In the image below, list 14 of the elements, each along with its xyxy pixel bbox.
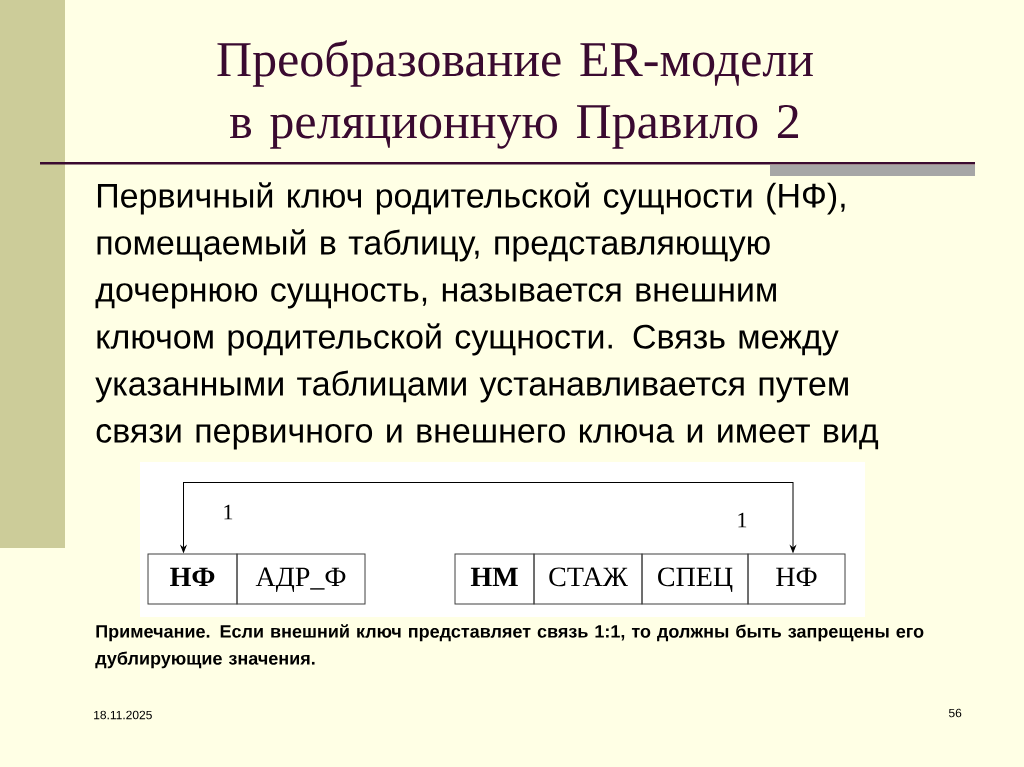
table-cell: НФ [747, 553, 846, 605]
cardinality-label: 1 [738, 512, 747, 528]
slide-title: Преобразование ER-модели в реляционную Правило 2 [217, 40, 813, 149]
table-cell: НФ [147, 553, 238, 605]
connector-arrow [180, 482, 796, 553]
table-cell: АДР_Ф [236, 553, 366, 605]
note-text: Примечание. Если внешний ключ представляет связь 1:1, то должны быть запрещены его дублирующие значения. [95, 624, 924, 669]
date-label: 18.11.2025 [94, 710, 152, 720]
table-cell: СПЕЦ [641, 553, 749, 605]
body-text: Первичный ключ родительской сущности (НФ), помещаемый в таблицу, представляющую дочернюю сущность, называется внешним ключом родительской сущности. Связь между указанными таблицами устанавливается путем связи первичного и внешнего ключа и имеет вид [95, 182, 879, 450]
table-cell: СТАЖ [533, 553, 643, 605]
table-cell: НМ [454, 553, 535, 605]
cardinality-label: 1 [224, 504, 233, 520]
page-number: 56 [948, 708, 962, 718]
